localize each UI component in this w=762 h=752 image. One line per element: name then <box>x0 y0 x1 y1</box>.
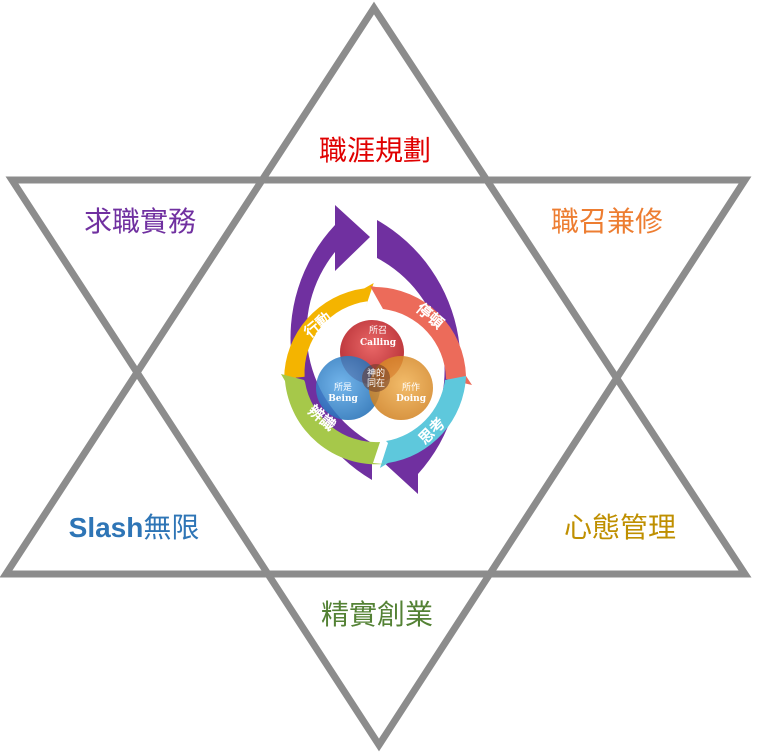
ring-segment-bottom-left <box>281 374 384 465</box>
left-arrow-char: 態 <box>225 339 249 367</box>
right-arrow-char: 魚 <box>502 359 526 387</box>
star-up-triangle <box>0 1 752 578</box>
right-arrow-label: 八 爪 魚 技 能 <box>502 289 526 457</box>
venn-center-line2: 同在 <box>367 377 385 389</box>
left-arrow-char: 調 <box>225 374 249 402</box>
label-upper-right: 職召兼修 <box>551 205 663 238</box>
right-arrow-char: 爪 <box>502 324 526 352</box>
left-arrow-char: 心 <box>225 304 249 332</box>
label-bottom: 精實創業 <box>321 598 433 631</box>
ring-segment-top-left <box>284 283 374 379</box>
venn-right-en: Doing <box>396 394 427 404</box>
venn-left-en: Being <box>328 394 358 404</box>
venn-diagram: 所召 Calling 所是 Being 所作 Doing 神的 同在 <box>316 320 433 420</box>
right-arrow-char: 能 <box>502 429 526 457</box>
label-lower-left-en: Slash <box>69 512 144 543</box>
ring-segment-bottom-right <box>380 376 466 468</box>
venn-left-zh: 所是 <box>334 382 352 393</box>
label-top: 職涯規劃 <box>319 134 431 167</box>
star-down-triangle <box>5 176 752 752</box>
ring-segment-top-right <box>370 286 472 385</box>
right-arrow-char: 八 <box>502 289 526 317</box>
venn-right-zh: 所作 <box>402 381 420 393</box>
label-lower-right: 心態管理 <box>564 511 676 544</box>
label-lower-left: Slash無限 <box>69 511 200 544</box>
venn-top-en: Calling <box>360 338 397 348</box>
venn-top-zh: 所召 <box>369 325 387 336</box>
venn-center-overlap <box>362 364 390 392</box>
left-arrow-char: 適 <box>225 409 249 437</box>
left-arrow-label: 心 態 調 適 <box>225 304 249 437</box>
right-arrow-char: 技 <box>502 394 526 422</box>
venn-center-line1: 神的 <box>367 367 385 379</box>
label-upper-left: 求職實務 <box>84 205 196 238</box>
label-lower-left-zh: 無限 <box>143 511 199 544</box>
